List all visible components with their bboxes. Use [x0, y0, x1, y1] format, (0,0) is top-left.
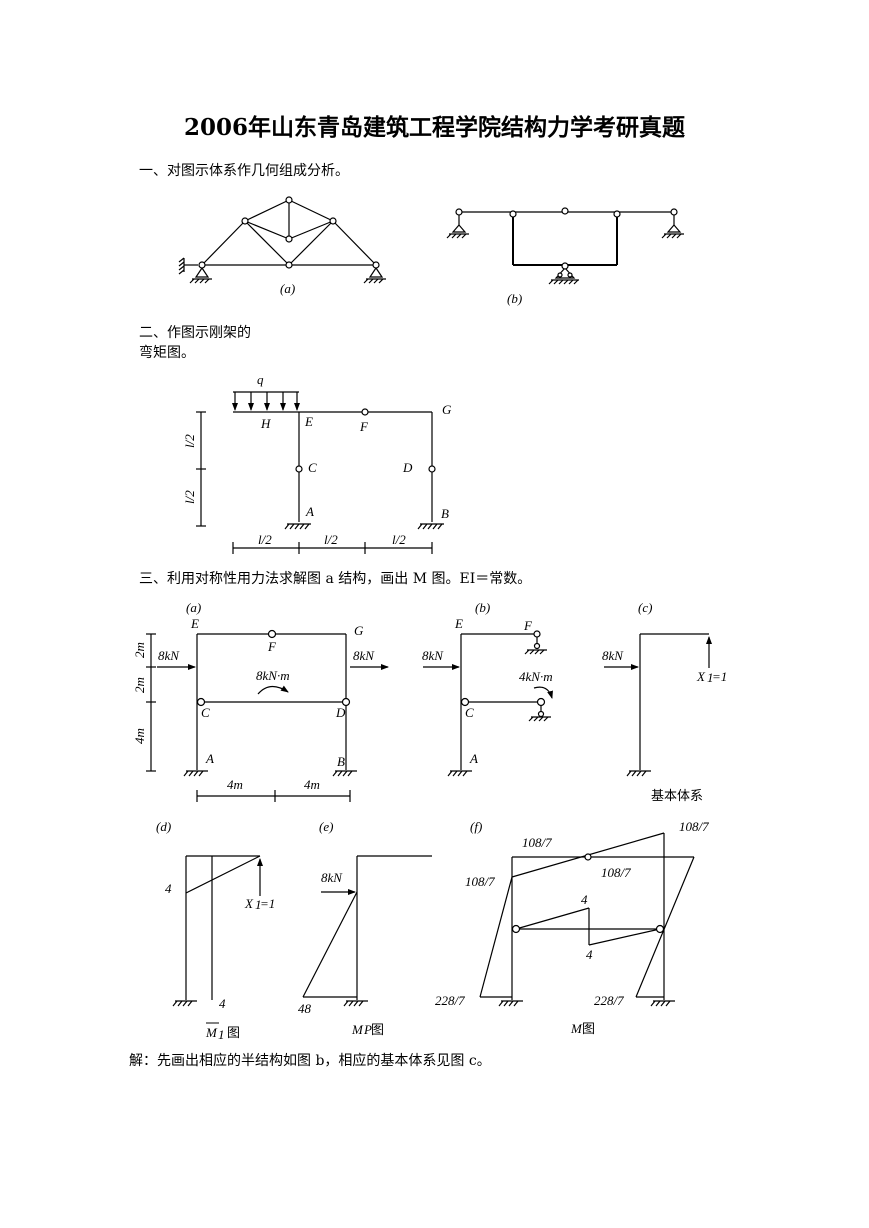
fig-3a-dim-v3: 4m — [132, 728, 147, 744]
fig-3a-label-B: B — [337, 754, 345, 769]
fig-3e-caption-symbol: M — [351, 1022, 364, 1037]
fig-3e-load: 8kN — [321, 870, 343, 885]
fig-3f-value-6: 4 — [586, 947, 593, 962]
fig-3e-value: 48 — [298, 1001, 312, 1016]
fig-3f-caption-cn: 图 — [582, 1022, 595, 1037]
fig-2-hinges — [295, 408, 436, 473]
fig-3a-label-G: G — [354, 623, 364, 638]
fig-3c-x1: X — [696, 669, 706, 684]
fig-3c-basic-system — [604, 633, 712, 777]
fig-3a-dim-h1: 4m — [227, 777, 243, 792]
fig-3c-basic-system-caption: 基本体系 — [651, 789, 703, 804]
fig-2-dim-h2: l/2 — [324, 532, 338, 547]
fig-3a-label-D: D — [335, 705, 346, 720]
fig-2-dim-v2: l/2 — [182, 490, 197, 504]
fig-2-dim-h1: l/2 — [258, 532, 272, 547]
fig-3e-caption-sub: P — [363, 1022, 372, 1037]
fig-3b-caption: (b) — [475, 600, 490, 615]
fig-3e-caption: (e) — [319, 819, 333, 834]
fig-3f-caption-symbol: M — [570, 1021, 583, 1036]
fig-1b-caption: (b) — [507, 291, 522, 306]
fig-3b-hinges — [460, 630, 546, 718]
fig-3d-caption-cn: 图 — [227, 1026, 240, 1041]
solution-text: 解：先画出相应的半结构如图 b，相应的基本体系见图 c。 — [129, 1053, 491, 1069]
fig-3f-value-4: 108/7 — [601, 865, 631, 880]
fig-3a-load-right: 8kN — [353, 648, 375, 663]
fig-3b-label-F: F — [523, 618, 533, 633]
fig-3f-value-2: 108/7 — [679, 819, 709, 834]
fig-3a-dim-h2: 4m — [304, 777, 320, 792]
fig-1a-truss — [178, 199, 386, 284]
fig-3c-caption: (c) — [638, 600, 652, 615]
fig-3a-dim-v2: 2m — [132, 677, 147, 693]
fig-2-label-C: C — [308, 460, 317, 475]
fig-2-label-G: G — [442, 402, 452, 417]
fig-3c-load: 8kN — [602, 648, 624, 663]
fig-3a-frame — [146, 633, 389, 802]
fig-3a-caption: (a) — [186, 600, 201, 615]
fig-2-frame — [196, 391, 444, 554]
fig-3a-label-A: A — [205, 751, 214, 766]
fig-2-dim-v1: l/2 — [182, 434, 197, 448]
fig-3e-mp-diagram — [302, 855, 432, 1007]
fig-2-dim-h3: l/2 — [392, 532, 406, 547]
fig-3f-caption: (f) — [470, 819, 482, 834]
question-2-text-line1: 二、作图示刚架的 — [139, 325, 251, 341]
fig-2-label-D: D — [402, 460, 413, 475]
fig-3d-x1: X — [244, 896, 254, 911]
fig-1b-structure — [446, 211, 684, 285]
fig-3a-dim-v1: 2m — [132, 642, 147, 658]
fig-3d-value-bottom: 4 — [219, 996, 226, 1011]
fig-1b-hinges — [455, 207, 678, 278]
fig-3c-x1-sub: 1 — [707, 670, 714, 685]
fig-1a-hinges — [198, 196, 380, 269]
fig-3c-x1-eq: =1 — [712, 669, 727, 684]
fig-2-label-E: E — [304, 414, 313, 429]
fig-3d-x1-sub: 1 — [255, 897, 262, 912]
fig-3f-value-8: 228/7 — [594, 993, 624, 1008]
fig-2-label-F: F — [359, 419, 369, 434]
fig-3d-x1-eq: =1 — [260, 896, 275, 911]
fig-3a-label-F: F — [267, 639, 277, 654]
fig-3f-value-7: 228/7 — [435, 993, 465, 1008]
fig-3b-label-A: A — [469, 751, 478, 766]
fig-3b-label-E: E — [454, 616, 463, 631]
fig-3d-m1-diagram — [172, 855, 263, 1007]
fig-3a-label-C: C — [201, 705, 210, 720]
question-1-text: 一、对图示体系作几何组成分析。 — [139, 163, 349, 179]
fig-2-label-q: q — [257, 372, 264, 387]
fig-3d-caption: (d) — [156, 819, 171, 834]
fig-3e-caption-cn: 图 — [371, 1023, 384, 1038]
page-title: 2006年山东青岛建筑工程学院结构力学考研真题 — [183, 114, 685, 141]
fig-3d-caption-sub: 1 — [218, 1027, 225, 1042]
fig-2-label-A: A — [305, 504, 314, 519]
fig-3a-load-left: 8kN — [158, 648, 180, 663]
fig-2-label-B: B — [441, 506, 449, 521]
fig-3a-label-E: E — [190, 616, 199, 631]
fig-3f-value-1: 108/7 — [522, 835, 552, 850]
fig-2-label-H: H — [260, 416, 271, 431]
fig-3b-label-C: C — [465, 705, 474, 720]
fig-3a-hinges — [196, 629, 351, 707]
question-3-text: 三、利用对称性用力法求解图 a 结构，画出 M 图。EI＝常数。 — [139, 571, 532, 587]
fig-3d-value-top: 4 — [165, 881, 172, 896]
fig-3f-value-3: 108/7 — [465, 874, 495, 889]
fig-1a-caption: (a) — [280, 281, 295, 296]
question-2-text-line2: 弯矩图。 — [139, 345, 195, 361]
fig-3f-value-5: 4 — [581, 892, 588, 907]
fig-3d-caption-symbol: M — [205, 1025, 218, 1040]
fig-3b-load: 8kN — [422, 648, 444, 663]
fig-3f-hinges — [511, 853, 665, 934]
fig-3b-moment: 4kN·m — [519, 669, 553, 684]
fig-3a-moment: 8kN·m — [256, 668, 290, 683]
fig-3b-halfframe — [423, 633, 553, 777]
